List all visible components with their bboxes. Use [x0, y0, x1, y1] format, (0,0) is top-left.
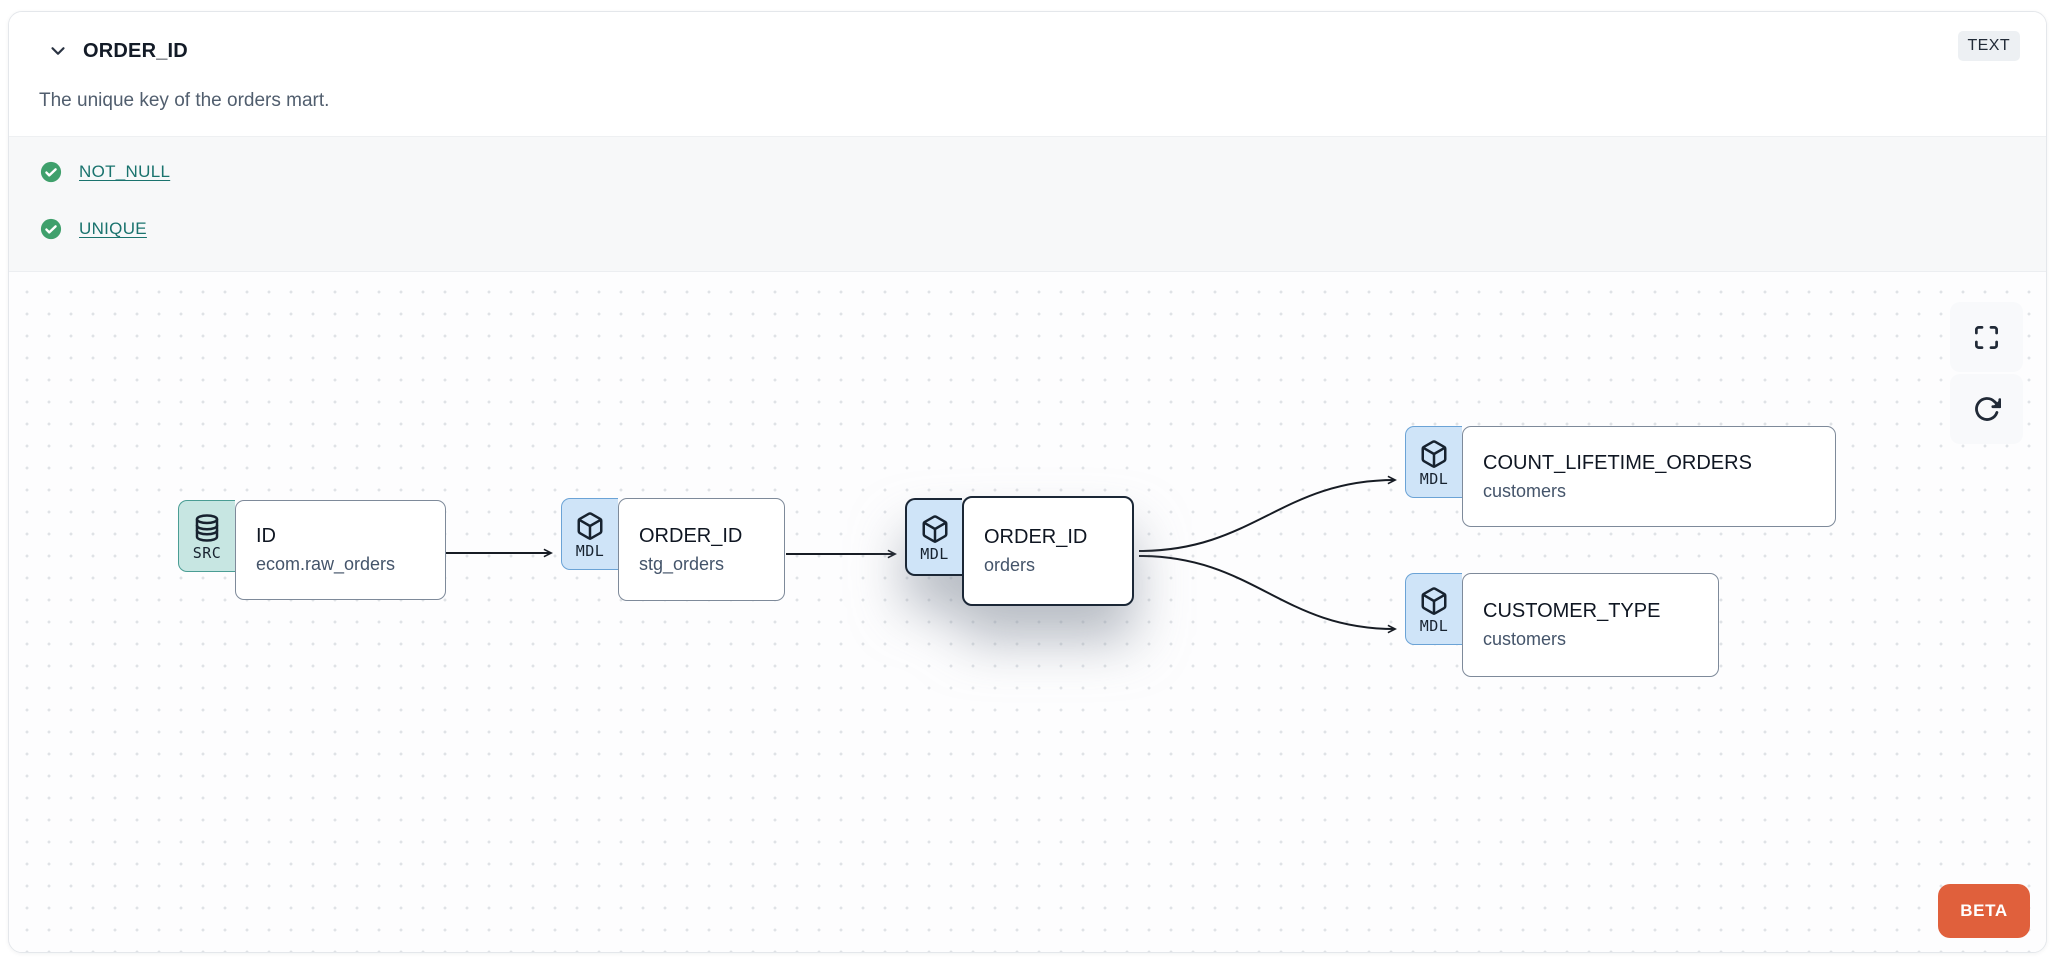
node-box: ORDER_ID stg_orders [618, 498, 785, 601]
lineage-edges [446, 475, 1397, 634]
node-kind-badge: MDL [1405, 426, 1462, 498]
node-kind-badge: MDL [1405, 573, 1462, 645]
node-kind-label: MDL [575, 541, 605, 560]
node-subtitle: stg_orders [639, 553, 725, 574]
check-circle-icon [40, 218, 62, 240]
node-box: ID ecom.raw_orders [235, 500, 446, 600]
chevron-down-icon [47, 40, 69, 62]
canvas-controls [1950, 302, 2023, 444]
cube-icon [1419, 586, 1449, 616]
lineage-canvas[interactable]: SRC ID ecom.raw_orders MDL ORDER_ID stg_… [9, 271, 2046, 952]
page-title: ORDER_ID [83, 39, 188, 62]
node-subtitle: customers [1483, 629, 1567, 649]
column-details-card: ORDER_ID TEXT The unique key of the orde… [8, 11, 2047, 953]
node-kind-badge: SRC [178, 500, 235, 572]
title-row: ORDER_ID [45, 38, 2020, 64]
cube-icon [575, 511, 605, 541]
node-title: ID [256, 525, 276, 547]
test-row: UNIQUE [40, 215, 2046, 243]
node-title: ORDER_ID [984, 526, 1088, 548]
node-kind-label: SRC [192, 543, 222, 562]
lineage-node-order-id-stg-orders[interactable]: MDL ORDER_ID stg_orders [561, 498, 785, 601]
database-icon [192, 513, 222, 543]
test-link-unique[interactable]: UNIQUE [79, 219, 147, 238]
rotate-cw-icon [1973, 395, 2001, 423]
node-box: CUSTOMER_TYPE customers [1462, 573, 1719, 677]
fullscreen-button[interactable] [1950, 302, 2023, 372]
cube-icon [1419, 439, 1449, 469]
tests-section: NOT_NULL UNIQUE [9, 136, 2046, 271]
test-row: NOT_NULL [40, 158, 2046, 186]
lineage-node-id-raw-orders[interactable]: SRC ID ecom.raw_orders [178, 500, 446, 600]
column-header: ORDER_ID TEXT The unique key of the orde… [9, 12, 2046, 136]
node-kind-label: MDL [1419, 616, 1449, 635]
node-title: ORDER_ID [639, 524, 743, 547]
test-link-not-null[interactable]: NOT_NULL [79, 162, 171, 181]
column-type-badge: TEXT [1957, 31, 2020, 61]
refresh-button[interactable] [1950, 374, 2023, 444]
node-kind-badge: MDL [905, 498, 962, 576]
maximize-icon [1973, 324, 2000, 351]
node-subtitle: orders [984, 555, 1036, 575]
node-title: CUSTOMER_TYPE [1483, 600, 1661, 622]
node-subtitle: ecom.raw_orders [256, 554, 396, 574]
node-box: ORDER_ID orders [962, 496, 1134, 606]
collapse-button[interactable] [45, 38, 71, 64]
cube-icon [920, 514, 950, 544]
node-kind-label: MDL [920, 544, 949, 563]
column-description: The unique key of the orders mart. [39, 90, 330, 111]
lineage-node-order-id-orders-selected[interactable]: MDL ORDER_ID orders [905, 496, 1134, 606]
beta-badge: BETA [1938, 884, 2030, 938]
node-kind-label: MDL [1419, 469, 1449, 488]
node-title: COUNT_LIFETIME_ORDERS [1483, 451, 1752, 474]
check-circle-icon [40, 161, 62, 183]
node-box: COUNT_LIFETIME_ORDERS customers [1462, 426, 1836, 527]
lineage-node-customer-type[interactable]: MDL CUSTOMER_TYPE customers [1405, 573, 1719, 677]
lineage-node-count-lifetime-orders[interactable]: MDL COUNT_LIFETIME_ORDERS customers [1405, 426, 1836, 527]
node-subtitle: customers [1483, 480, 1567, 501]
node-kind-badge: MDL [561, 498, 618, 570]
